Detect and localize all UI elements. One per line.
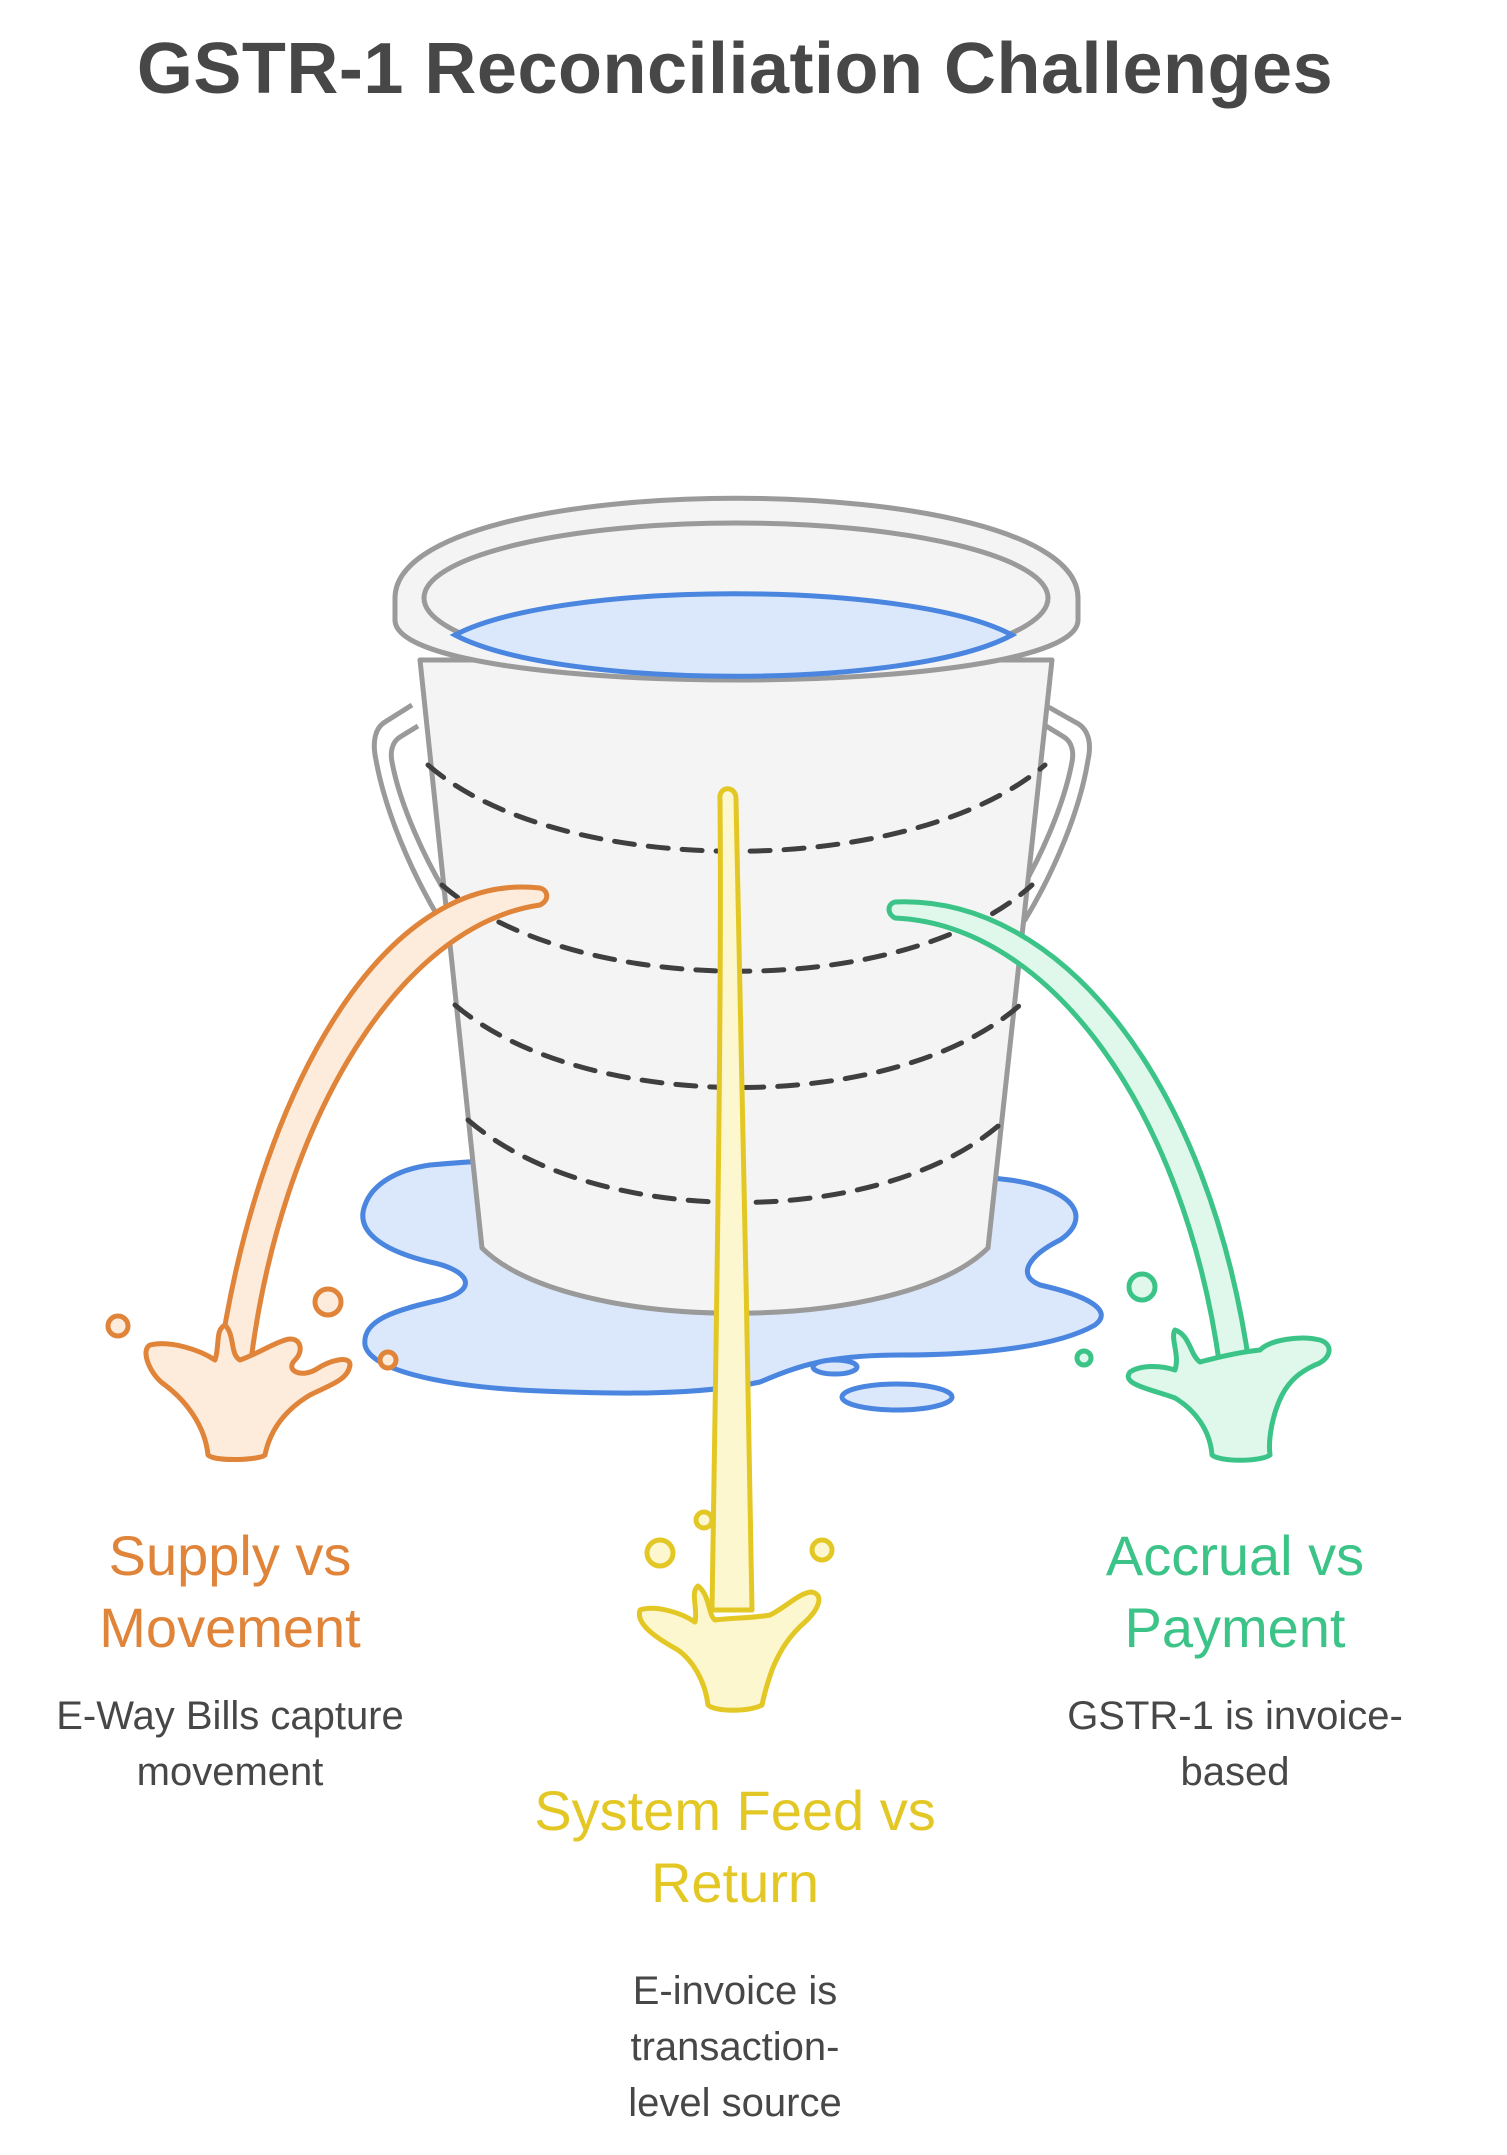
droplet [312,1286,344,1318]
challenge-title: Accrual vs Payment [1105,1524,1365,1659]
water-surface [449,591,1018,679]
droplet [105,1313,131,1339]
challenge-title: System Feed vs Return [534,1779,936,1914]
droplet [1074,1348,1094,1368]
challenge-accrual-vs-payment: Accrual vs Payment GSTR-1 is invoice-bas… [1015,1520,1455,1800]
puddle-droplet [810,1357,860,1377]
challenge-description: E-Way Bills capture movement [56,1694,404,1794]
splash [143,1322,353,1462]
splash [1125,1327,1332,1463]
challenge-supply-vs-movement: Supply vs Movement E-Way Bills capture m… [20,1520,440,1800]
challenge-description: E-invoice is transaction-level source [628,1969,842,2125]
droplet [644,1537,676,1569]
challenge-description: GSTR-1 is invoice-based [1067,1694,1403,1794]
puddle-droplet [839,1381,955,1413]
leak-middle [636,786,835,1713]
challenge-title: Supply vs Movement [99,1524,361,1659]
droplet [1126,1271,1158,1303]
challenge-system-feed-vs-return: System Feed vs Return E-invoice is trans… [480,1775,990,2131]
splash [636,1583,822,1713]
leak-left [105,884,550,1462]
droplet [693,1509,715,1531]
page-title: GSTR-1 Reconciliation Challenges [136,29,1334,109]
droplet [377,1349,399,1371]
bucket [392,495,1081,1316]
leak-right [886,899,1332,1463]
droplet [809,1537,835,1563]
